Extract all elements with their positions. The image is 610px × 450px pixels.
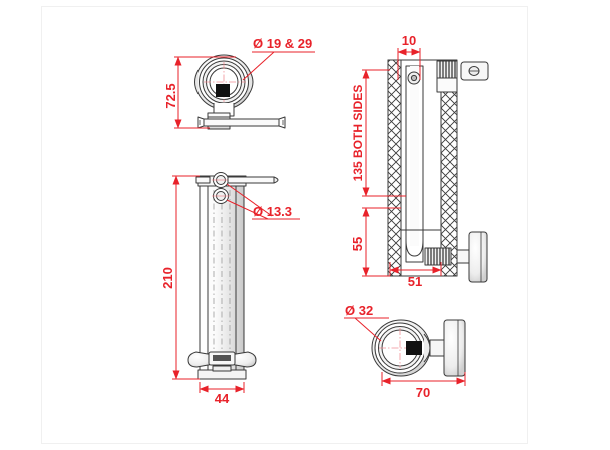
dimension-label-72-5: 72.5 [163, 83, 178, 108]
dimension-label-55: 55 [350, 237, 365, 251]
dimension-135: 135 BOTH SIDES [351, 69, 406, 197]
front-elevation-view [187, 172, 279, 380]
callout-diameter-19-29: Ø 19 & 29 [242, 36, 315, 81]
callout-label-19-29: Ø 19 & 29 [253, 36, 312, 51]
callout-diameter-13-3: Ø 13.3 [226, 183, 300, 220]
dimension-55: 55 [350, 207, 401, 277]
dimension-label-10: 10 [402, 33, 416, 48]
sheet-border [41, 6, 528, 444]
dimension-210: 210 [160, 175, 200, 380]
dimension-51: 51 [389, 262, 442, 289]
wing-nut [187, 351, 257, 372]
bottom-knurl-knob [424, 231, 488, 283]
callout-label-13-3: Ø 13.3 [253, 204, 292, 219]
dimension-label-44: 44 [215, 391, 230, 406]
dimension-label-51: 51 [408, 274, 422, 289]
side-section-view [387, 59, 489, 283]
dimension-44: 44 [199, 382, 245, 406]
dimension-70: 70 [381, 372, 466, 400]
dimension-label-70: 70 [416, 385, 430, 400]
dimension-10: 10 [397, 33, 421, 80]
dimension-72-5: 72.5 [163, 56, 236, 129]
callout-diameter-32: Ø 32 [344, 303, 389, 342]
clamp-detail-view [371, 319, 466, 377]
top-plan-view [194, 54, 286, 130]
callout-label-32: Ø 32 [345, 303, 373, 318]
dimension-label-135: 135 BOTH SIDES [351, 85, 365, 182]
dimension-label-210: 210 [160, 267, 175, 289]
top-knurl-knob [436, 60, 489, 93]
